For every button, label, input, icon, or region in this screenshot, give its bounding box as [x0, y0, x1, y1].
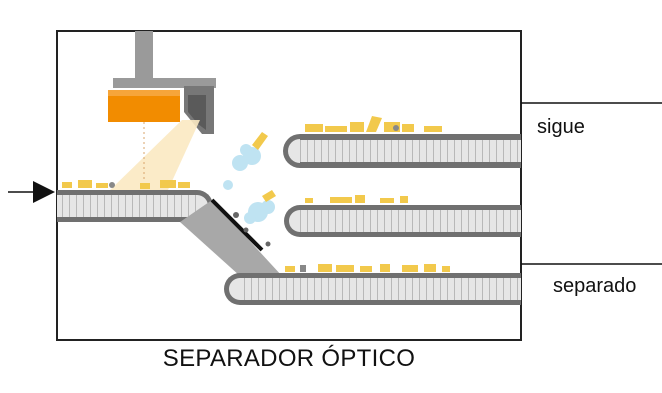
- conveyor-sigue: [283, 134, 521, 168]
- reject-chute: [180, 200, 282, 276]
- sensor-mount: [113, 31, 216, 134]
- grains-sigue: [305, 116, 442, 132]
- conveyor-middle: [284, 205, 521, 237]
- output-label-separado: separado: [553, 275, 637, 297]
- grains-separado: [285, 264, 450, 272]
- optical-sensor: [108, 90, 180, 122]
- grains-input: [62, 180, 190, 189]
- air-puffs: [223, 132, 276, 247]
- conveyor-separado: [224, 273, 521, 305]
- output-label-sigue: sigue: [537, 116, 585, 138]
- block-caption: SEPARADOR ÓPTICO: [162, 345, 416, 372]
- deflector-flap: [210, 198, 264, 252]
- input-port-arrow: [8, 181, 55, 203]
- light-beam: [110, 120, 200, 190]
- grains-middle: [305, 195, 408, 203]
